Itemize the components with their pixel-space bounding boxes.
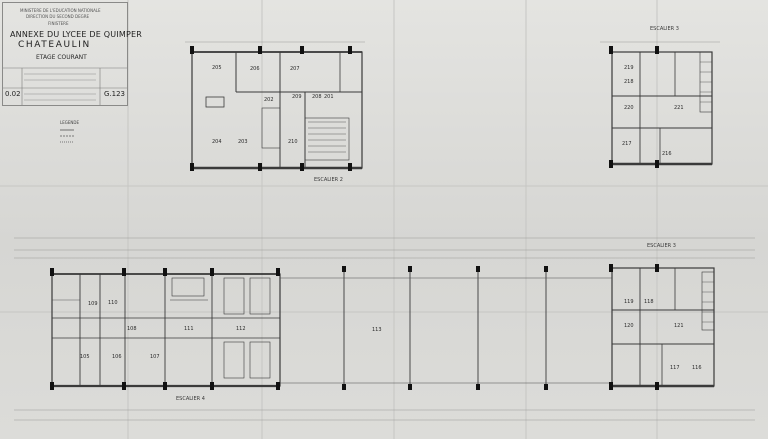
- room-number: 108: [127, 326, 137, 332]
- room-number: 217: [622, 141, 632, 147]
- direction-label: DIRECTION DU SECOND DEGRE: [26, 14, 90, 19]
- grid-columns-middle: [280, 268, 612, 390]
- legend-swatches: [60, 129, 74, 143]
- room-number: 221: [674, 105, 684, 111]
- room-number: 216: [662, 151, 672, 157]
- room-number: 202: [264, 97, 274, 103]
- city-title: CHATEAULIN: [18, 40, 91, 50]
- room-number: 220: [624, 105, 634, 111]
- room-number: 116: [692, 365, 702, 371]
- department-label: FINISTERE: [48, 21, 69, 26]
- room-number: 207: [290, 66, 300, 72]
- columns-top-left: [190, 46, 352, 171]
- room-number: 107: [150, 354, 160, 360]
- wing-bottom-right: [611, 267, 715, 388]
- wing-bottom-left: [51, 273, 281, 388]
- room-number: 210: [288, 139, 298, 145]
- room-number: 204: [212, 139, 222, 145]
- title-block-rules: [2, 67, 128, 106]
- room-number: 209: [292, 94, 302, 100]
- room-number: 119: [624, 299, 634, 305]
- room-number: 219: [624, 65, 634, 71]
- room-number: 112: [236, 326, 246, 332]
- stair-label-bottom-left: ESCALIER 4: [176, 396, 205, 402]
- wing-top-left: [191, 51, 363, 170]
- drawing-code: G.123: [104, 90, 126, 98]
- level-label: ETAGE COURANT: [36, 54, 87, 61]
- room-number: 109: [88, 301, 98, 307]
- room-number: 206: [250, 66, 260, 72]
- project-title: ANNEXE DU LYCEE DE QUIMPER: [10, 30, 143, 39]
- room-number: 105: [80, 354, 90, 360]
- room-number: 113: [372, 327, 382, 333]
- wing-top-right: [611, 51, 713, 166]
- columns-bottom-right: [609, 264, 659, 390]
- room-number: 205: [212, 65, 222, 71]
- dimension-lines: [14, 41, 755, 421]
- legend-title: LEGENDE: [60, 120, 79, 125]
- room-number: 121: [674, 323, 684, 329]
- stair-label-bottom-right: ESCALIER 3: [647, 243, 676, 249]
- room-number: 111: [184, 326, 194, 332]
- title-block: [2, 2, 128, 106]
- room-number: 218: [624, 79, 634, 85]
- room-number: 118: [644, 299, 654, 305]
- stair-label-top-right: ESCALIER 3: [650, 26, 679, 32]
- columns-top-right: [609, 46, 659, 168]
- sheet-number: 0.02: [5, 90, 21, 98]
- room-number: 117: [670, 365, 680, 371]
- ministry-label: MINISTERE DE L'EDUCATION NATIONALE: [20, 8, 101, 13]
- middle-column-markers: [342, 266, 548, 390]
- stair-label-top-left: ESCALIER 2: [314, 177, 343, 183]
- room-number: 203: [238, 139, 248, 145]
- columns-bottom-left: [50, 268, 280, 390]
- room-number: 110: [108, 300, 118, 306]
- room-number: 208: [312, 94, 322, 100]
- room-number: 106: [112, 354, 122, 360]
- room-number: 201: [324, 94, 334, 100]
- room-number: 120: [624, 323, 634, 329]
